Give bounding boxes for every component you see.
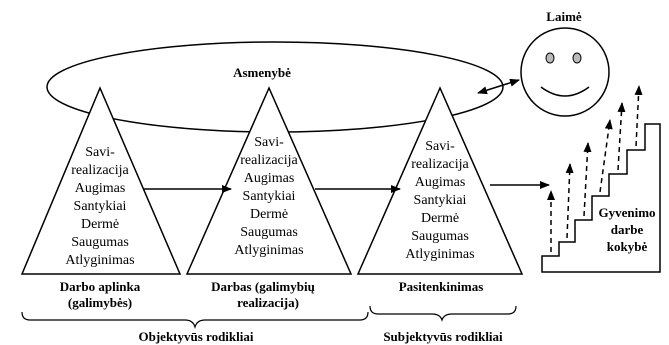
pyramid-item: Saugumas — [240, 225, 298, 240]
pyramid-work — [185, 86, 353, 275]
pyramid-item: Atlyginimas — [405, 247, 474, 262]
stage-environment-line2: (galimybės) — [68, 295, 132, 310]
brace-subjective — [369, 305, 517, 322]
pyramid-item: Augimas — [244, 171, 295, 186]
pyramid-item: Augimas — [75, 181, 126, 196]
dashed-arrow — [634, 85, 643, 147]
pyramid-item: Atlyginimas — [234, 243, 303, 258]
pyramid-item: Dermė — [250, 207, 288, 222]
happiness-label: Laimė — [546, 9, 582, 24]
stage-work-line2: realizacija) — [237, 295, 299, 310]
pyramid-item: realizacija — [71, 163, 129, 178]
pyramid-item: Dermė — [81, 217, 119, 232]
pyramid-item: Augimas — [415, 175, 466, 190]
brace-objective — [21, 311, 369, 330]
group-objective-label: Objektyvūs rodikliai — [139, 329, 254, 344]
dashed-arrow — [599, 119, 613, 193]
stage-environment-line1: Darbo aplinka — [60, 279, 141, 294]
pyramid-environment-items: Savi- realizacija Augimas Santykiai Derm… — [65, 145, 134, 268]
quality-line-1: Gyvenimo — [598, 205, 655, 220]
smiley-face-icon — [520, 27, 610, 117]
pyramid-item: realizacija — [240, 153, 298, 168]
quality-label: Gyvenimo darbe kokybė — [598, 205, 655, 254]
stage-satisfaction-line1: Pasitenkinimas — [399, 279, 484, 294]
pyramid-work-items: Savi- realizacija Augimas Santykiai Derm… — [234, 135, 303, 258]
pyramid-environment — [20, 86, 182, 275]
quality-staircase — [541, 123, 661, 273]
pyramid-item: Savi- — [254, 135, 284, 150]
pyramid-item: Dermė — [421, 211, 459, 226]
dashed-arrow — [617, 102, 626, 171]
pyramid-item: Savi- — [425, 139, 455, 154]
dashed-arrow — [583, 142, 592, 217]
pyramid-item: Savi- — [85, 145, 115, 160]
stage-work-line1: Darbas (galimybių — [211, 279, 315, 294]
dashed-arrow — [565, 163, 574, 239]
pyramid-item: Santykiai — [74, 199, 127, 214]
quality-line-3: kokybė — [607, 239, 648, 254]
personality-label: Asmenybė — [233, 65, 291, 80]
pyramid-satisfaction-items: Savi- realizacija Augimas Santykiai Derm… — [405, 139, 474, 262]
pyramid-item: Saugumas — [411, 229, 469, 244]
dashed-arrows — [547, 85, 643, 252]
pyramid-item: Santykiai — [414, 193, 467, 208]
pyramid-item: Santykiai — [243, 189, 296, 204]
group-subjective-label: Subjektyvūs rodikliai — [383, 329, 503, 344]
pyramid-satisfaction — [356, 86, 524, 275]
arrow-personality-happiness — [477, 78, 520, 95]
quality-line-2: darbe — [611, 222, 644, 237]
pyramid-item: realizacija — [411, 157, 469, 172]
pyramid-item: Atlyginimas — [65, 253, 134, 268]
pyramid-item: Saugumas — [71, 235, 129, 250]
